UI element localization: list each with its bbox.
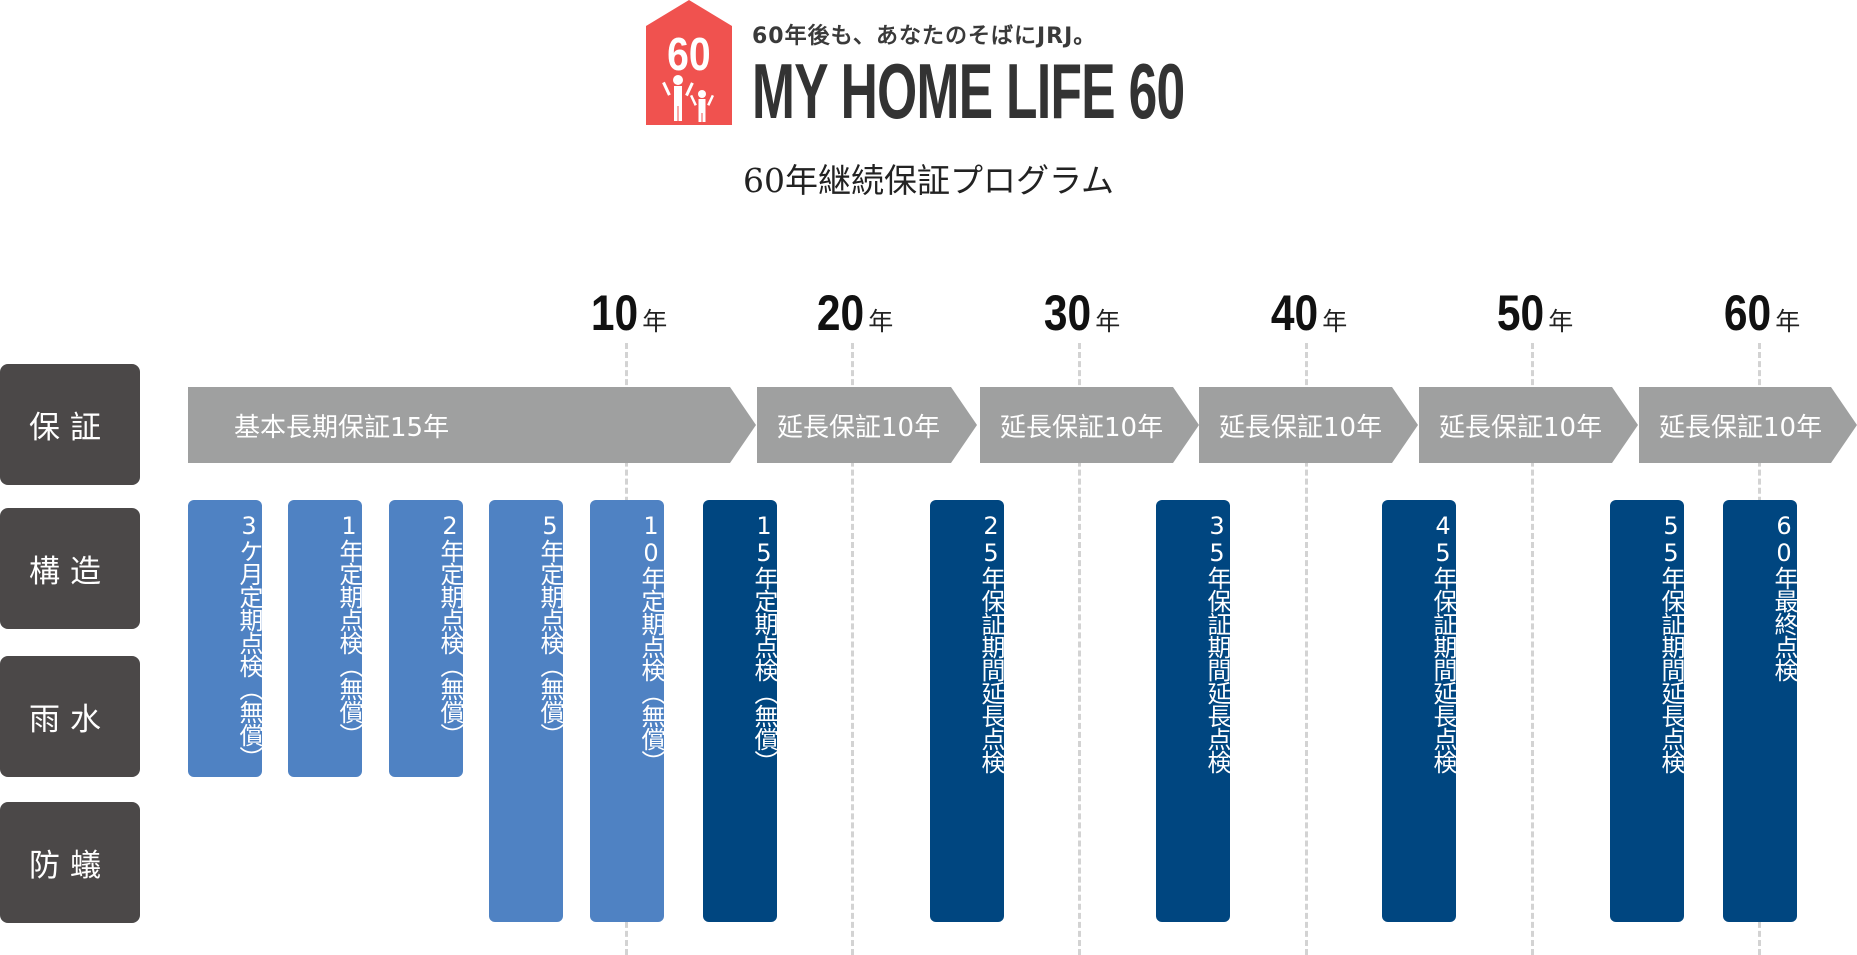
row-label-structure: 構造 <box>0 508 140 629</box>
extended-warranty-arrow: 延長保証10年 <box>757 387 977 463</box>
inspection-bar-2-year: 2年定期点検（無償） <box>389 500 464 777</box>
inspection-bar-1-year: 1年定期点検（無償） <box>288 500 363 777</box>
guide-line-20 <box>851 343 854 955</box>
inspection-bar-35-year: 35年保証期間延長点検 <box>1156 500 1231 922</box>
extended-warranty-arrow: 延長保証10年 <box>1639 387 1857 463</box>
inspection-bar-45-year: 45年保証期間延長点検 <box>1382 500 1457 922</box>
extended-warranty-arrow: 延長保証10年 <box>980 387 1199 463</box>
inspection-bar-25-year: 25年保証期間延長点検 <box>930 500 1005 922</box>
inspection-bar-60-year: 60年最終点検 <box>1723 500 1798 922</box>
extended-warranty-arrow: 延長保証10年 <box>1199 387 1418 463</box>
inspection-bar-15-year: 15年定期点検（無償） <box>703 500 778 922</box>
brand-name: MY HOME LIFE 60 <box>752 47 1185 135</box>
row-label-termite: 防蟻 <box>0 802 140 923</box>
inspection-bar-3-month: 3ケ月定期点検（無償） <box>188 500 263 777</box>
guide-line-40 <box>1305 343 1308 955</box>
row-label-warranty: 保証 <box>0 364 140 485</box>
inspection-bar-5-year: 5年定期点検（無償） <box>489 500 564 922</box>
house-logo-icon: 60 <box>646 0 732 125</box>
extended-warranty-arrow: 延長保証10年 <box>1419 387 1638 463</box>
guide-line-50 <box>1531 343 1534 955</box>
inspection-bar-10-year: 10年定期点検（無償） <box>590 500 665 922</box>
inspection-bar-55-year: 55年保証期間延長点検 <box>1610 500 1685 922</box>
row-label-rainwater: 雨水 <box>0 656 140 777</box>
base-warranty-arrow: 基本長期保証15年 <box>188 387 756 463</box>
page-subtitle: 60年継続保証プログラム <box>742 161 1114 200</box>
house-logo-number: 60 <box>667 29 710 81</box>
guide-line-30 <box>1078 343 1081 955</box>
logo-tagline: 60年後も、あなたのそばにJRJ。 <box>752 24 1097 49</box>
